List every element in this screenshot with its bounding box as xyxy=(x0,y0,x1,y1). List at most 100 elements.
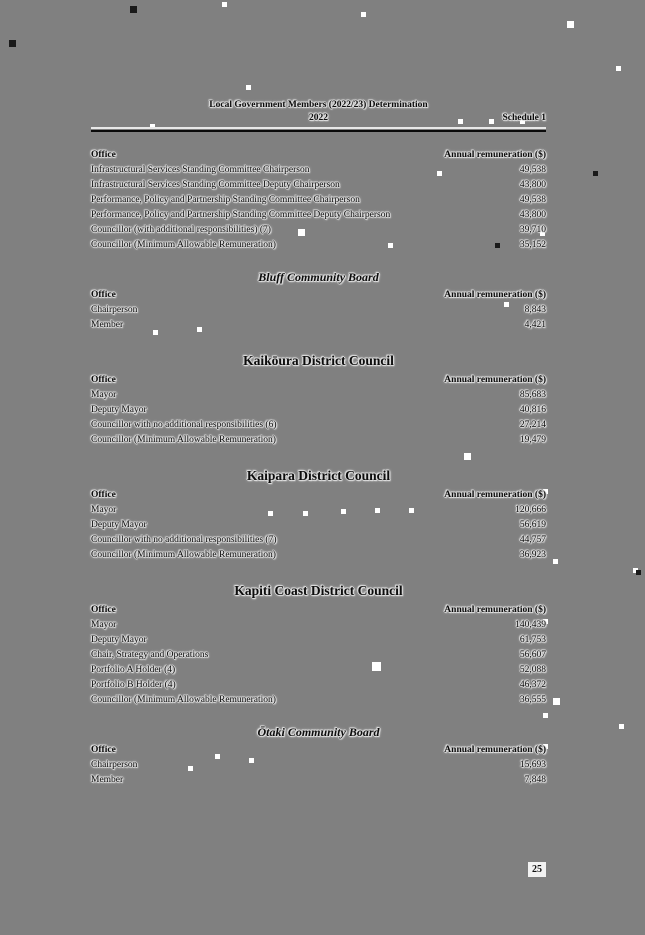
office-cell: Councillor (Minimum Allowable Remunerati… xyxy=(91,550,276,560)
table-row: Member 4,421 xyxy=(91,318,546,333)
office-cell: Councillor (Minimum Allowable Remunerati… xyxy=(91,695,276,705)
column-header-office: Office xyxy=(91,605,116,615)
table-header: Office Annual remuneration ($) xyxy=(91,488,546,503)
office-cell: Deputy Mayor xyxy=(91,405,147,415)
page-number: 25 xyxy=(528,862,546,877)
table-row: Chair, Strategy and Operations 56,607 xyxy=(91,648,546,663)
amount-cell: 19,479 xyxy=(519,435,546,445)
doc-title-line2: 2022 xyxy=(309,113,328,123)
column-header-amount: Annual remuneration ($) xyxy=(444,375,546,385)
amount-cell: 56,607 xyxy=(519,650,546,660)
amount-cell: 49,538 xyxy=(519,165,546,175)
amount-cell: 7,848 xyxy=(524,775,546,785)
noise-speckles-white xyxy=(0,0,5,5)
table-row: Councillor (Minimum Allowable Remunerati… xyxy=(91,433,546,448)
table-row: Performance, Policy and Partnership Stan… xyxy=(91,208,546,223)
amount-cell: 61,753 xyxy=(519,635,546,645)
office-cell: Councillor with no additional responsibi… xyxy=(91,420,277,430)
page-content: Local Government Members (2022/23) Deter… xyxy=(91,99,546,788)
amount-cell: 15,693 xyxy=(519,760,546,770)
table-header: Office Annual remuneration ($) xyxy=(91,148,546,163)
office-cell: Deputy Mayor xyxy=(91,520,147,530)
amount-cell: 49,538 xyxy=(519,195,546,205)
table-row: Councillor (with additional responsibili… xyxy=(91,223,546,238)
table-bluff-community-board: Office Annual remuneration ($) Chairpers… xyxy=(91,288,546,333)
column-header-amount: Annual remuneration ($) xyxy=(444,290,546,300)
section-title-kaikoura-district-council: Kaikōura District Council xyxy=(243,353,394,368)
amount-cell: 56,619 xyxy=(519,520,546,530)
table-row: Councillor (Minimum Allowable Remunerati… xyxy=(91,693,546,708)
column-header-office: Office xyxy=(91,290,116,300)
doc-title-line2-row: 2022 Schedule 1 xyxy=(91,112,546,124)
table-row: Infrastructural Services Standing Commit… xyxy=(91,163,546,178)
table-row: Member 7,848 xyxy=(91,773,546,788)
amount-cell: 46,372 xyxy=(519,680,546,690)
table-row: Portfolio B Holder (4) 46,372 xyxy=(91,678,546,693)
table-otaki-community-board: Office Annual remuneration ($) Chairpers… xyxy=(91,743,546,788)
amount-cell: 39,710 xyxy=(519,225,546,235)
office-cell: Portfolio B Holder (4) xyxy=(91,680,176,690)
amount-cell: 85,683 xyxy=(519,390,546,400)
amount-cell: 44,757 xyxy=(519,535,546,545)
amount-cell: 35,152 xyxy=(519,240,546,250)
table-header: Office Annual remuneration ($) xyxy=(91,373,546,388)
office-cell: Infrastructural Services Standing Commit… xyxy=(91,165,310,175)
office-cell: Deputy Mayor xyxy=(91,635,147,645)
table-row: Deputy Mayor 40,816 xyxy=(91,403,546,418)
table-kaipara-district-council: Office Annual remuneration ($) Mayor 120… xyxy=(91,488,546,563)
section-title-kapiti-coast-district-council: Kapiti Coast District Council xyxy=(234,583,403,598)
amount-cell: 8,843 xyxy=(524,305,546,315)
table-row: Councillor (Minimum Allowable Remunerati… xyxy=(91,548,546,563)
office-cell: Mayor xyxy=(91,620,117,630)
office-cell: Councillor (with additional responsibili… xyxy=(91,225,271,235)
document-header: Local Government Members (2022/23) Deter… xyxy=(91,99,546,124)
office-cell: Councillor (Minimum Allowable Remunerati… xyxy=(91,435,276,445)
table-row: Chairperson 8,843 xyxy=(91,303,546,318)
column-header-amount: Annual remuneration ($) xyxy=(444,605,546,615)
table-header: Office Annual remuneration ($) xyxy=(91,743,546,758)
table-row: Chairperson 15,693 xyxy=(91,758,546,773)
header-rule xyxy=(91,127,546,132)
table-row: Mayor 120,666 xyxy=(91,503,546,518)
amount-cell: 27,214 xyxy=(519,420,546,430)
table-header: Office Annual remuneration ($) xyxy=(91,603,546,618)
amount-cell: 36,923 xyxy=(519,550,546,560)
table-kapiti-coast-district-council: Office Annual remuneration ($) Mayor 140… xyxy=(91,603,546,708)
office-cell: Portfolio A Holder (4) xyxy=(91,665,176,675)
table-header: Office Annual remuneration ($) xyxy=(91,288,546,303)
section-title-otaki-community-board: Ōtaki Community Board xyxy=(257,725,380,739)
amount-cell: 52,088 xyxy=(519,665,546,675)
column-header-amount: Annual remuneration ($) xyxy=(444,150,546,160)
table-row: Mayor 140,439 xyxy=(91,618,546,633)
section-title-bluff-community-board: Bluff Community Board xyxy=(258,270,379,284)
office-cell: Chairperson xyxy=(91,305,138,315)
amount-cell: 36,555 xyxy=(519,695,546,705)
schedule-label: Schedule 1 xyxy=(502,113,546,123)
amount-cell: 120,666 xyxy=(515,505,546,515)
amount-cell: 140,439 xyxy=(515,620,546,630)
table-row: Deputy Mayor 56,619 xyxy=(91,518,546,533)
column-header-office: Office xyxy=(91,490,116,500)
table-row: Councillor with no additional responsibi… xyxy=(91,418,546,433)
column-header-amount: Annual remuneration ($) xyxy=(444,490,546,500)
table-row: Performance, Policy and Partnership Stan… xyxy=(91,193,546,208)
amount-cell: 43,800 xyxy=(519,210,546,220)
amount-cell: 40,816 xyxy=(519,405,546,415)
table-row: Mayor 85,683 xyxy=(91,388,546,403)
column-header-office: Office xyxy=(91,150,116,160)
office-cell: Infrastructural Services Standing Commit… xyxy=(91,180,340,190)
table-row: Deputy Mayor 61,753 xyxy=(91,633,546,648)
table-continuation: Office Annual remuneration ($) Infrastru… xyxy=(91,148,546,253)
column-header-amount: Annual remuneration ($) xyxy=(444,745,546,755)
doc-title-line1: Local Government Members (2022/23) Deter… xyxy=(209,100,428,110)
office-cell: Councillor (Minimum Allowable Remunerati… xyxy=(91,240,276,250)
office-cell: Mayor xyxy=(91,505,117,515)
noise-speckles-dark xyxy=(0,0,5,5)
office-cell: Chairperson xyxy=(91,760,138,770)
table-kaikoura-district-council: Office Annual remuneration ($) Mayor 85,… xyxy=(91,373,546,448)
table-row: Infrastructural Services Standing Commit… xyxy=(91,178,546,193)
office-cell: Councillor with no additional responsibi… xyxy=(91,535,277,545)
amount-cell: 43,800 xyxy=(519,180,546,190)
table-row: Councillor (Minimum Allowable Remunerati… xyxy=(91,238,546,253)
